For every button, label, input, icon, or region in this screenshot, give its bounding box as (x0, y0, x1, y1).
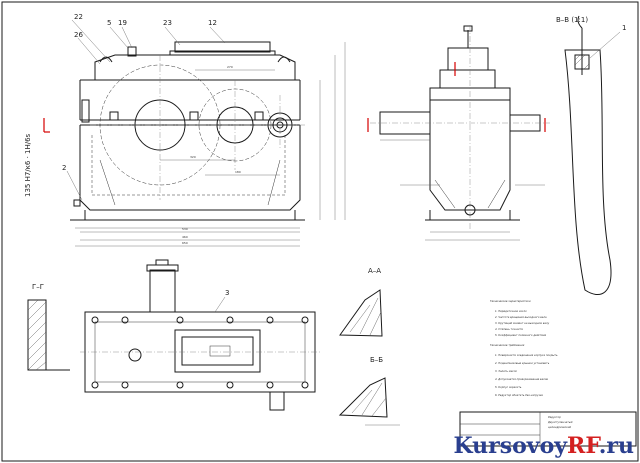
fit-note: 135 Н7/к6 · 1Н/6s (24, 133, 32, 197)
title-block: Редуктор Двухступенчатый цилиндрический (459, 411, 637, 447)
section-bb-title: В–В (1:1) (556, 16, 588, 24)
notes-title-1: Технические характеристики (490, 299, 531, 303)
callout-26: 26 (74, 31, 83, 39)
watermark-part2: RF (567, 433, 599, 459)
title-line-3: цилиндрический (548, 425, 571, 429)
dim-320: 320 (190, 155, 196, 159)
dim-650: 650 (182, 241, 188, 245)
title-line-1: Редуктор (548, 415, 561, 419)
side-view (370, 25, 550, 241)
notes-line: 5. Корпус окрасить (495, 385, 522, 389)
section-b-title: Б–Б (370, 356, 383, 364)
inspection-hatch (174, 329, 261, 373)
notes-block: Технические характеристики 1. Передаточн… (490, 299, 558, 397)
front-view (70, 41, 346, 247)
notes-line: 1. Поверхности соединения корпуса покрыт… (495, 353, 558, 357)
notes-line: 3. Залить масло (495, 369, 517, 373)
side-cover (447, 47, 489, 71)
notes-line: 4. Степень точности (495, 327, 523, 331)
notes-line: 1. Передаточное число (495, 309, 527, 313)
watermark-part1: Kursovoy (453, 433, 568, 459)
notes-title-2: Технические требования (490, 343, 525, 347)
callout-1: 1 (622, 24, 626, 32)
callout-22: 22 (74, 13, 83, 21)
callout-5: 5 (107, 19, 111, 27)
callout-12: 12 (208, 19, 217, 27)
callout-19: 19 (118, 19, 127, 27)
notes-line: 6. Редуктор обкатать без нагрузки (495, 393, 543, 397)
dim-270: 270 (227, 65, 233, 69)
section-gg-title: Г–Г (32, 283, 44, 291)
watermark-part3: .ru (598, 433, 634, 459)
callout-23: 23 (163, 19, 172, 27)
callout-2: 2 (62, 164, 66, 172)
inspection-cover (174, 41, 271, 53)
site-watermark: KursovoyRF.ru (454, 433, 634, 459)
section-b-view (338, 377, 400, 426)
section-aa-view (339, 289, 383, 337)
section-aa-title: А–А (368, 267, 381, 275)
breather-tube (149, 269, 176, 313)
notes-line: 2. Частота вращения выходного вала (495, 315, 547, 319)
notes-line: 5. Коэффициент полезного действия (495, 333, 547, 337)
plan-view (80, 259, 320, 411)
title-line-2: Двухступенчатый (547, 420, 573, 424)
callout-3: 3 (225, 289, 229, 297)
notes-line: 4. Допускается проворачивание валов (495, 377, 548, 381)
dim-530: 530 (182, 227, 188, 231)
notes-line: 2. Подшипниковые крышки установить (495, 361, 550, 365)
section-gg-view (27, 299, 70, 371)
dim-180: 180 (235, 170, 241, 174)
notes-line: 3. Крутящий момент на выходном валу (495, 321, 550, 325)
dim-460: 460 (182, 235, 188, 239)
section-bb-view (564, 15, 612, 295)
